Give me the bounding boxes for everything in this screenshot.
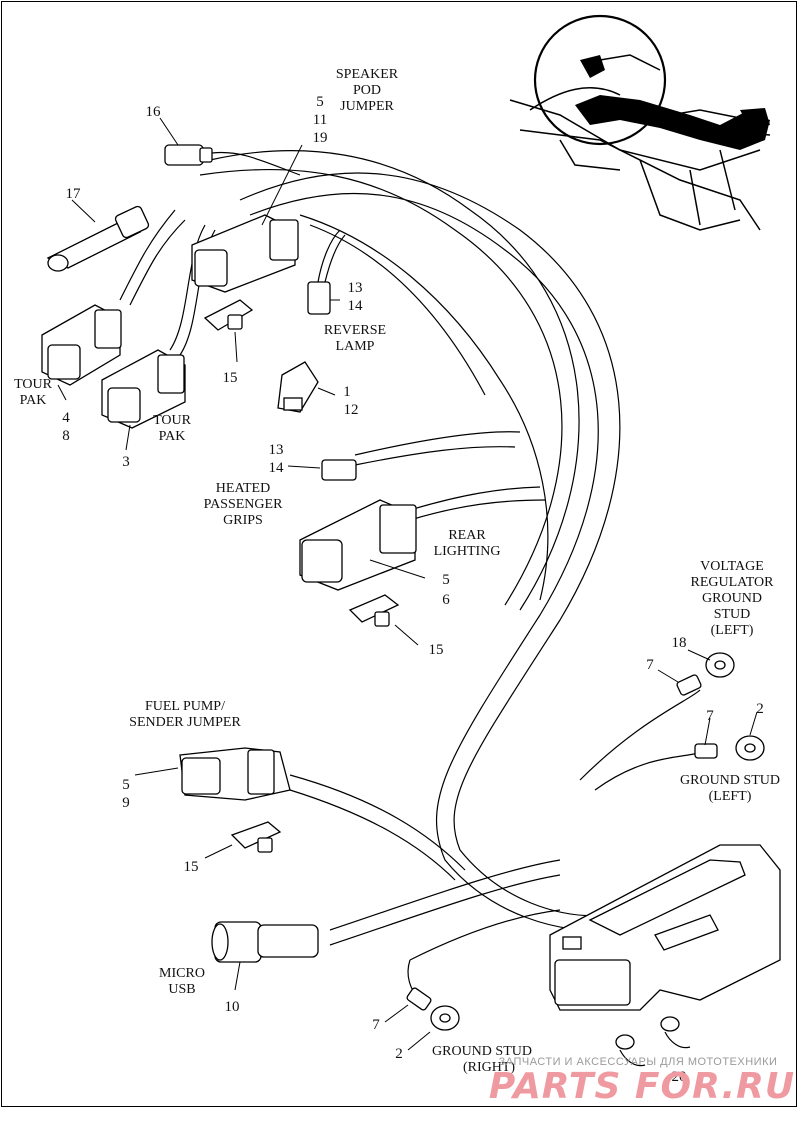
num-4: 4 [62,410,70,426]
label-tourpak-right-1: TOUR [153,413,192,428]
label-usb-1: MICRO [159,966,205,981]
num-15b: 15 [429,642,444,658]
label-speaker-2: POD [353,83,381,98]
label-gsr-2: (RIGHT) [463,1060,515,1075]
label-heated-3: GRIPS [223,513,263,528]
callout-labels: SPEAKER POD JUMPER 5 11 19 16 17 13 14 R… [14,67,780,1085]
label-vr-3: GROUND [702,591,762,606]
num-20: 20 [672,1069,687,1085]
num-5-top: 5 [316,94,324,110]
label-heated-1: HEATED [216,481,270,496]
num-11: 11 [313,112,327,128]
label-vr-1: VOLTAGE [700,559,764,574]
tour-pak-connector-right [101,349,186,429]
num-19: 19 [313,130,328,146]
rear-lighting-connector [299,499,417,591]
num-13a: 13 [348,280,363,296]
connector-16 [164,144,301,176]
num-15a: 15 [223,370,238,386]
watermark-logo: PARTS FOR.RU [489,1066,795,1107]
micro-usb-connector [211,921,319,963]
label-fuel-2: SENDER JUMPER [129,715,241,730]
watermark: ЗАПЧАСТИ И АКСЕССУАРЫ ДЛЯ МОТОТЕХНИКИ PA… [489,1056,795,1107]
num-2a: 2 [756,701,764,717]
num-2b: 2 [395,1046,403,1062]
label-vr-4: STUD [714,607,751,622]
ring-terminal-2-right [406,959,460,1031]
label-tourpak-left-2: PAK [20,393,47,408]
label-heated-2: PASSENGER [204,497,284,512]
label-vr-2: REGULATOR [691,575,775,590]
detail-circle [533,14,667,146]
num-16: 16 [146,104,162,120]
num-14b: 14 [269,460,285,476]
fuel-pump-connector [179,747,291,801]
label-reverse-1: REVERSE [324,323,386,338]
num-5-low: 5 [122,777,130,793]
watermark-caption: ЗАПЧАСТИ И АКСЕССУАРЫ ДЛЯ МОТОТЕХНИКИ [499,1056,778,1068]
num-15c: 15 [184,859,199,875]
num-8: 8 [62,428,70,444]
label-gsl-1: GROUND STUD [680,773,780,788]
speaker-pod-connector [191,214,299,293]
num-7b: 7 [706,708,714,724]
label-reverse-2: LAMP [336,339,375,354]
num-18: 18 [672,635,687,651]
tour-pak-connector-left [41,304,122,386]
num-14a: 14 [348,298,364,314]
label-rear-2: LIGHTING [434,544,501,559]
reverse-lamp-connector [307,229,346,315]
terminal-lock-15a [203,299,254,331]
num-5-mid: 5 [442,572,450,588]
ring-terminal-2-left [694,735,765,761]
num-3: 3 [122,454,130,470]
num-7c: 7 [372,1017,380,1033]
terminal-lock-15c [230,821,282,853]
heated-grips-connector [321,459,357,481]
socket-1-12 [277,361,319,413]
num-12: 12 [344,402,359,418]
harness-bracket [549,844,781,1011]
num-1: 1 [343,384,351,400]
num-13b: 13 [269,442,284,458]
num-7a: 7 [646,657,654,673]
num-6: 6 [442,592,450,608]
label-vr-5: (LEFT) [711,623,754,638]
num-9: 9 [122,795,130,811]
label-speaker-3: JUMPER [340,99,394,114]
ring-terminal-18 [676,652,735,696]
diagram-frame [1,1,797,1107]
label-fuel-1: FUEL PUMP/ [145,699,225,714]
label-gsr-1: GROUND STUD [432,1044,532,1059]
clamps-20 [615,1016,691,1067]
num-17: 17 [66,186,82,202]
label-speaker-1: SPEAKER [336,67,399,82]
plug-17 [46,205,150,272]
num-10: 10 [225,999,240,1015]
label-tourpak-right-2: PAK [159,429,186,444]
label-tourpak-left-1: TOUR [14,377,53,392]
locator-thumbnail [509,14,771,231]
leader-lines [57,117,758,1051]
main-harness-trunk [119,150,706,961]
label-rear-1: REAR [448,528,486,543]
terminal-lock-15b [348,594,400,627]
label-usb-2: USB [168,982,195,997]
label-gsl-2: (LEFT) [709,789,752,804]
